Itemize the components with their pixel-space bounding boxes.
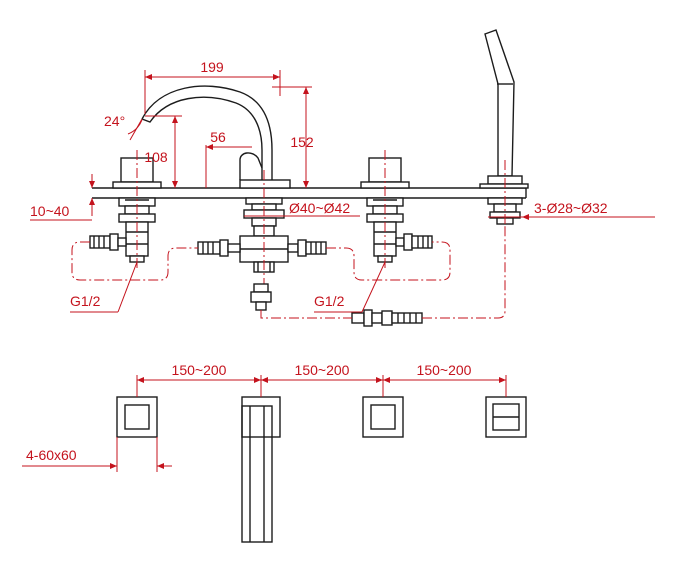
plan-dimensions: 150~200 150~200 150~200 4-60x60 (22, 362, 507, 472)
handshower-holes-label: 3-Ø28~Ø32 (534, 200, 608, 216)
dim-spout-hole: Ø40~Ø42 (244, 200, 360, 217)
left-connector-hose (89, 233, 127, 251)
right-connector-hose (395, 233, 433, 251)
right-handle-escutcheon (362, 396, 404, 438)
spout-hole-label: Ø40~Ø42 (289, 200, 350, 216)
spacing-3-label: 150~200 (417, 362, 472, 378)
right-handle-valve (360, 150, 410, 270)
deck-plate (92, 187, 527, 199)
inlet-left-label: G1/2 (70, 293, 101, 309)
left-handle-valve (112, 150, 162, 270)
left-handle-escutcheon (116, 396, 158, 438)
pipe-routing (71, 224, 506, 319)
spout-plan-outline (241, 396, 281, 543)
spout (141, 85, 291, 285)
elevation-dimensions: 199 24° 108 56 152 (30, 59, 655, 313)
plan-view (116, 396, 527, 543)
spacing-1-label: 150~200 (172, 362, 227, 378)
shower-hose (351, 309, 423, 327)
dim-inlet-left: G1/2 (70, 261, 138, 313)
elevation-view (71, 29, 529, 327)
inlet-right-label: G1/2 (314, 293, 345, 309)
dim-lever-width: 56 (205, 129, 252, 188)
dim-spacing-3: 150~200 (383, 362, 507, 397)
lever-width-label: 56 (210, 129, 226, 145)
dim-spout-reach: 199 (144, 59, 281, 114)
spout-angle-label: 24° (104, 113, 125, 129)
dim-deck-thickness: 10~40 (30, 174, 95, 221)
deck-thickness-label: 10~40 (30, 203, 70, 219)
spout-height-label: 152 (290, 134, 314, 150)
dim-inlet-right: G1/2 (314, 261, 386, 313)
dim-handshower-holes: 3-Ø28~Ø32 (488, 200, 655, 220)
spacing-2-label: 150~200 (295, 362, 350, 378)
dim-spout-angle: 24° (104, 113, 143, 141)
lever-offset-label: 108 (144, 149, 168, 165)
escutcheon-size-label: 4-60x60 (26, 447, 77, 463)
handshower-escutcheon (485, 396, 527, 438)
dim-spout-height: 152 (272, 86, 314, 188)
dim-escutcheon-size: 4-60x60 (22, 437, 172, 472)
diverter-fitting (250, 283, 272, 311)
dim-lever-offset: 108 (144, 115, 182, 188)
spout-reach-label: 199 (200, 59, 224, 75)
dim-spacing-1: 150~200 (136, 362, 262, 397)
dim-spacing-2: 150~200 (261, 362, 384, 397)
hand-shower (479, 29, 529, 232)
